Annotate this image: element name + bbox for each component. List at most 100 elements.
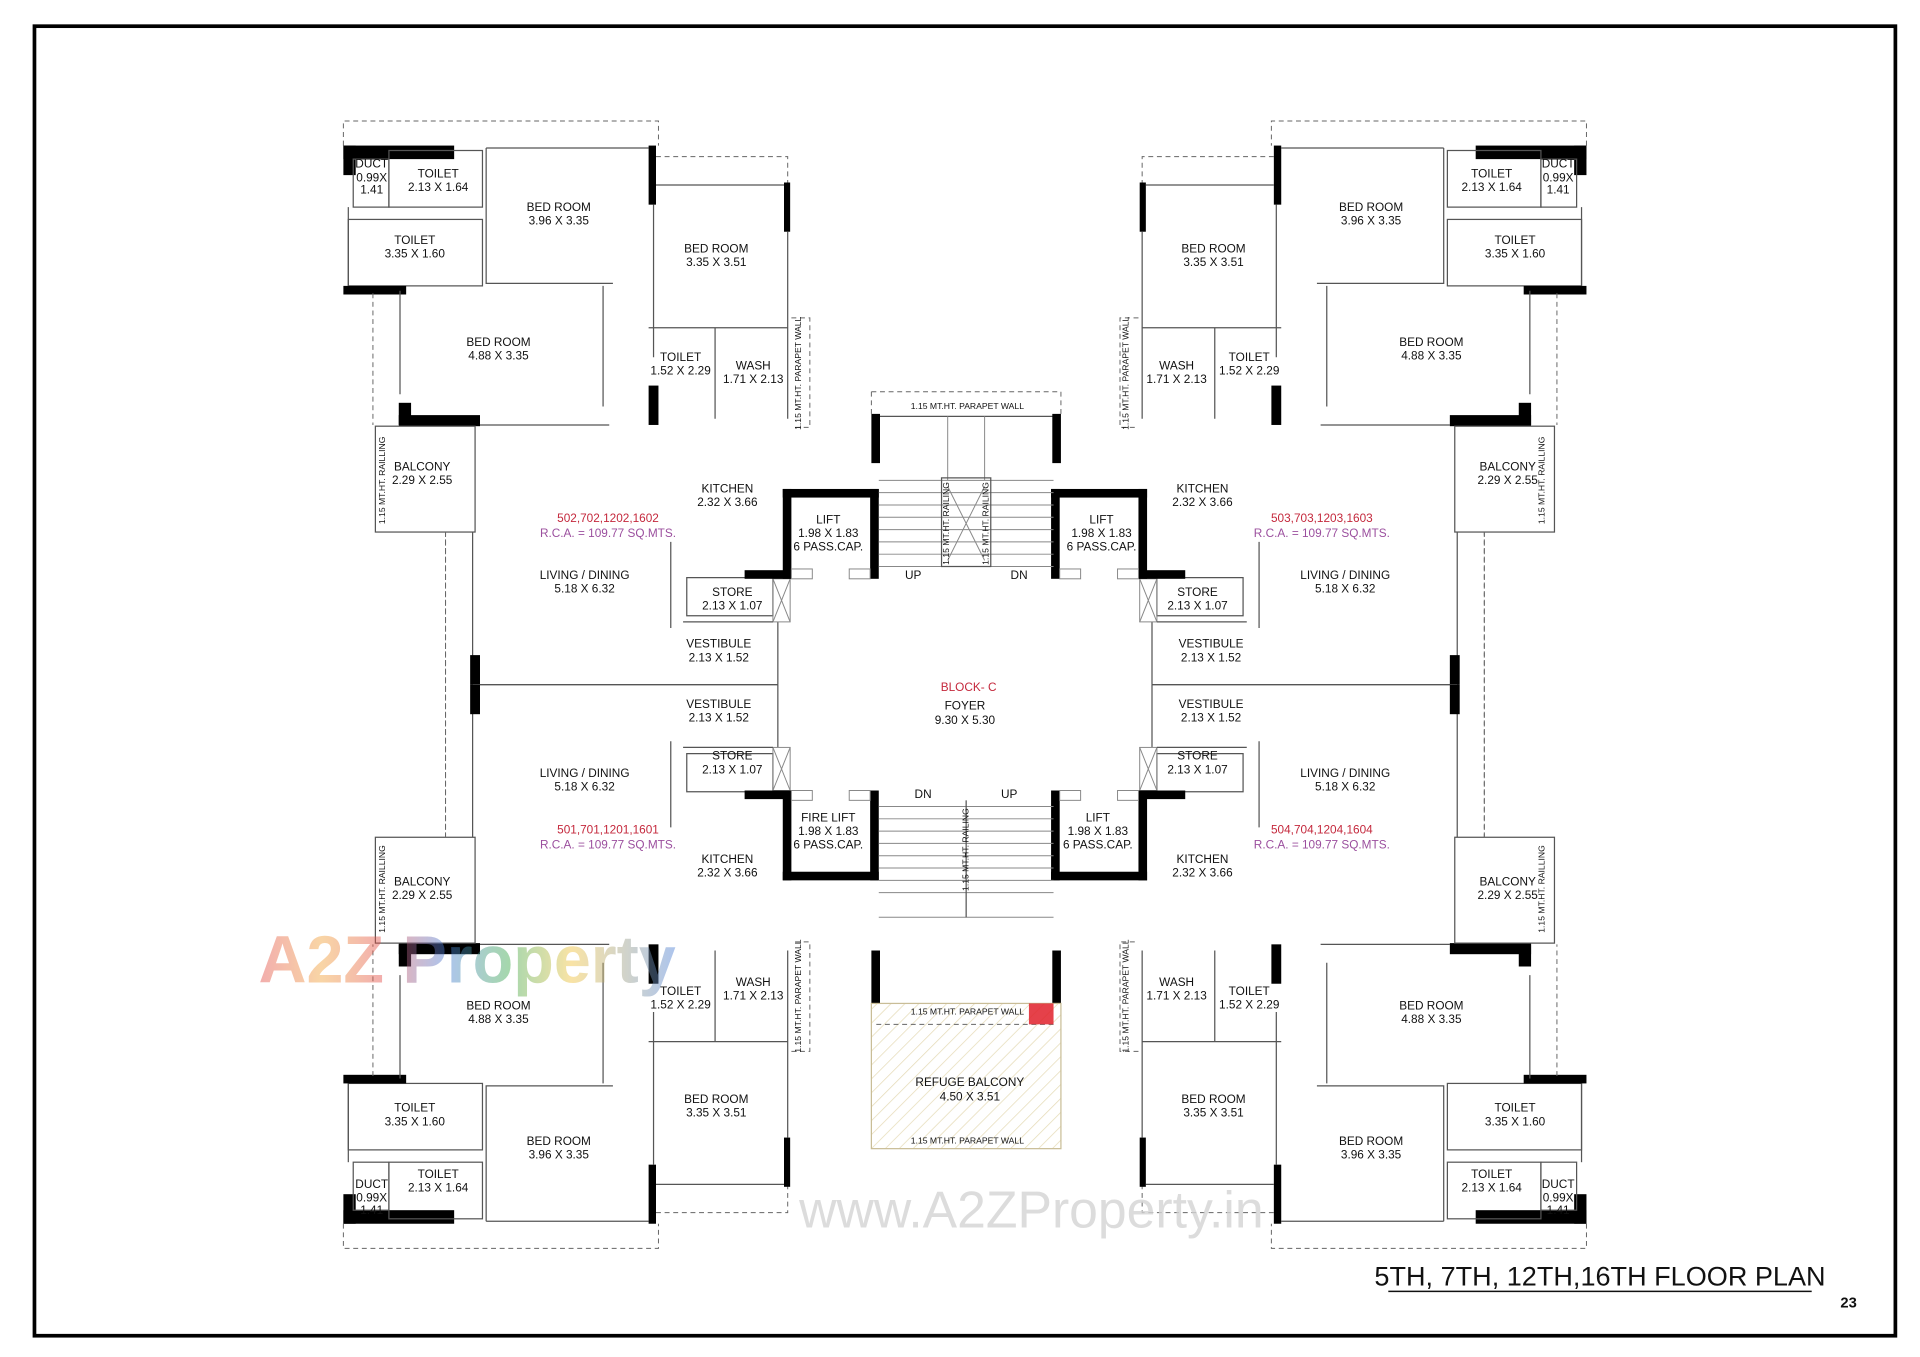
room-name: BED ROOM [527,1134,591,1148]
room-size: 3.96 X 3.35 [529,1148,590,1162]
stair-up-label: UP [1001,787,1018,801]
lift-name: LIFT [1086,810,1110,824]
room-size: 5.18 X 6.32 [1315,780,1375,794]
room-name: TOILET [418,167,459,181]
room-size: 1.41 [1547,1203,1570,1217]
room-size: 2.13 X 1.52 [689,650,749,664]
room-size: 3.96 X 3.35 [1341,213,1402,227]
room-size: 3.35 X 1.60 [385,1114,446,1128]
room-size: 0.99X [356,170,387,184]
parapet-note: 1.15 MT.HT. PARAPET WALL [1121,939,1131,1052]
room-size: 5.18 X 6.32 [554,780,614,794]
room-size: 2.13 X 1.52 [1181,650,1241,664]
unit-rca: R.C.A. = 109.77 SQ.MTS. [540,526,676,540]
room-name: TOILET [1471,1167,1512,1181]
refuge-size: 4.50 X 3.51 [940,1090,1000,1104]
room-size: 1.52 X 2.29 [1219,997,1279,1011]
room-size: 2.32 X 3.66 [697,495,758,509]
room-name: TOILET [394,233,435,247]
unit-numbers: 504,704,1204,1604 [1271,823,1373,837]
room-size: 1.41 [1547,183,1570,197]
room-size: 1.41 [360,1203,383,1217]
lift-capacity: 6 PASS.CAP. [1063,837,1133,851]
room-name: STORE [1177,585,1218,599]
room-name: TOILET [394,1101,435,1115]
lift-name: LIFT [1089,512,1113,526]
lift-capacity: 6 PASS.CAP. [793,540,863,554]
sheet-border [32,24,1898,1338]
room-name: BED ROOM [684,242,748,256]
refuge-name: REFUGE BALCONY [915,1075,1024,1089]
room-size: 0.99X [1543,1191,1574,1205]
block-label: BLOCK- C [941,680,997,694]
room-size: 2.13 X 1.64 [408,1181,469,1195]
watermark-logo: A2Z Property [258,923,675,997]
page-number: 23 [1840,1295,1856,1311]
room-name: BED ROOM [1339,1134,1403,1148]
room-size: 5.18 X 6.32 [1315,581,1375,595]
room-size: 2.13 X 1.07 [702,762,762,776]
room-size: 2.32 X 3.66 [1172,866,1233,880]
room-name: LIVING / DINING [1300,568,1390,582]
room-name: DUCT [1542,1177,1575,1191]
railing-note: 1.15 MT.HT. RAILLING [1537,436,1547,524]
room-name: VESTIBULE [686,637,751,651]
railing-note: 1.15 MT.HT. RAILING [941,482,951,565]
room-size: 3.35 X 3.51 [686,1106,746,1120]
lift-size: 1.98 X 1.83 [1071,526,1132,540]
parapet-note: 1.15 MT.HT. PARAPET WALL [793,316,803,429]
room-size: 1.71 X 2.13 [1146,372,1207,386]
stair-down-label: DN [915,787,932,801]
room-size: 3.35 X 3.51 [1183,1106,1243,1120]
room-size: 2.13 X 1.52 [689,711,749,725]
unit-numbers: 501,701,1201,1601 [557,823,659,837]
unit-numbers: 503,703,1203,1603 [1271,511,1373,525]
room-name: DUCT [1542,157,1575,171]
room-name: TOILET [660,350,701,364]
lift-size: 1.98 X 1.83 [798,824,859,838]
room-name: STORE [1177,749,1218,763]
room-name: WASH [1159,359,1194,373]
unit-rca: R.C.A. = 109.77 SQ.MTS. [540,837,676,851]
lift-name: LIFT [816,512,840,526]
room-size: 3.35 X 1.60 [1485,247,1546,261]
room-size: 2.13 X 1.64 [1462,180,1523,194]
staircase-top [870,391,1062,568]
room-size: 0.99X [1543,170,1574,184]
room-size: 2.13 X 1.64 [408,180,469,194]
fire-sign-icon [1028,1003,1054,1025]
lift-size: 1.98 X 1.83 [1068,824,1129,838]
room-size: 0.99X [356,1191,387,1205]
room-size: 1.71 X 2.13 [723,989,784,1003]
room-name: BED ROOM [527,200,591,214]
railing-note: 1.15 MT.HT. RAILING [961,808,971,891]
room-name: BED ROOM [466,335,530,349]
railing-note: 1.15 MT.HT. RAILING [980,482,990,565]
room-size: 2.13 X 1.07 [702,599,762,613]
room-name: KITCHEN [1177,852,1229,866]
room-name: STORE [712,749,753,763]
stair-down-label: DN [1011,568,1028,582]
stair-up-label: UP [905,568,922,582]
room-size: 1.41 [360,183,383,197]
room-size: 2.13 X 1.52 [1181,711,1241,725]
foyer-size: 9.30 X 5.30 [935,713,996,727]
room-size: 2.29 X 2.55 [1478,473,1539,487]
room-name: STORE [712,585,753,599]
room-name: BED ROOM [1181,1092,1245,1106]
room-name: BED ROOM [1339,200,1403,214]
room-size: 4.88 X 3.35 [468,349,529,363]
foyer-name: FOYER [945,698,986,712]
room-size: 3.35 X 3.51 [1183,255,1243,269]
railing-note: 1.15 MT.HT. RAILLING [1537,845,1547,933]
room-size: 2.13 X 1.07 [1167,762,1227,776]
room-name: BED ROOM [684,1092,748,1106]
room-size: 3.35 X 1.60 [1485,1114,1546,1128]
room-name: BALCONY [1479,874,1536,888]
room-name: BED ROOM [1181,242,1245,256]
room-size: 2.13 X 1.64 [1462,1181,1523,1195]
room-size: 1.52 X 2.29 [1219,364,1279,378]
lift-name: FIRE LIFT [801,810,855,824]
parapet-note: 1.15 MT.HT. PARAPET WALL [911,1136,1024,1146]
lift-size: 1.98 X 1.83 [798,526,859,540]
